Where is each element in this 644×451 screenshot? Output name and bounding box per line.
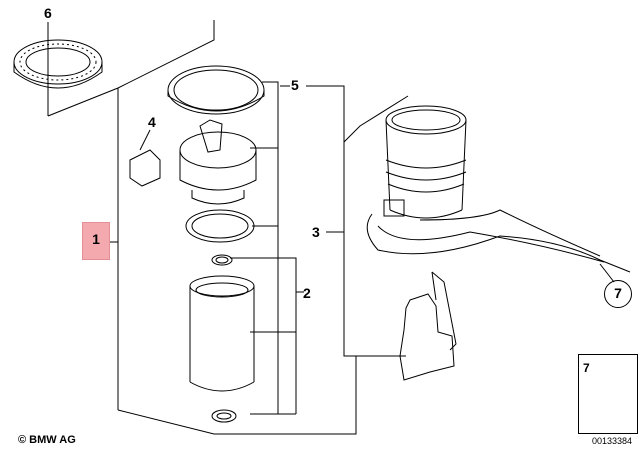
callout-1[interactable]: 1	[92, 231, 100, 247]
diagram-number: 00133384	[592, 436, 633, 446]
callout-3[interactable]: 3	[312, 224, 320, 240]
callout-7-circle[interactable]: 7	[604, 280, 632, 308]
callout-7: 7	[614, 285, 622, 301]
highlight-box	[82, 222, 110, 260]
copyright-text: © BMW AG	[18, 434, 76, 446]
callout-6[interactable]: 6	[44, 5, 52, 21]
legend-number: 7	[583, 361, 590, 375]
callout-4[interactable]: 4	[148, 114, 156, 130]
legend-box: 7	[578, 354, 638, 434]
callout-5[interactable]: 5	[291, 77, 299, 93]
callout-2[interactable]: 2	[303, 285, 311, 301]
